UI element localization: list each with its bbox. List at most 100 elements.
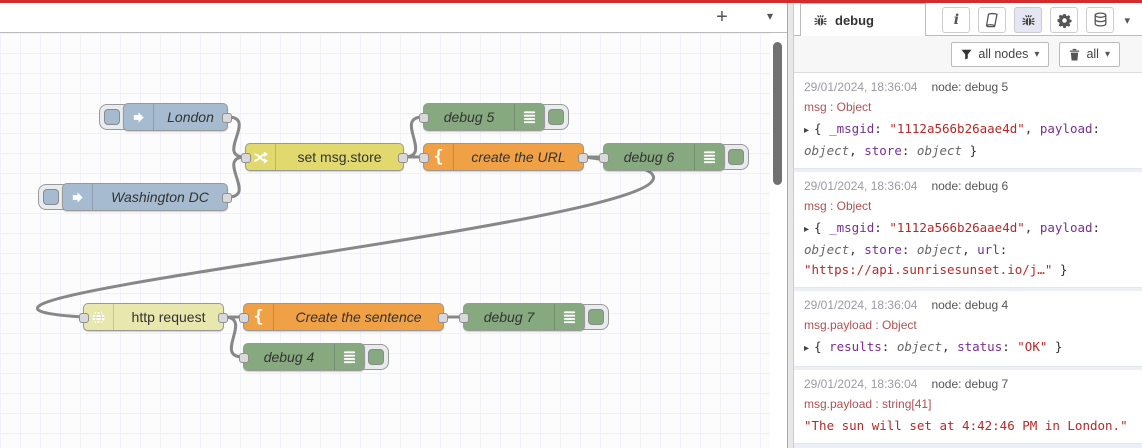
debug-message-property: msg.payload : Object — [804, 318, 917, 332]
debug-message-timestamp: 29/01/2024, 18:36:04 — [804, 80, 918, 94]
filter-nodes-label: all nodes — [978, 47, 1029, 61]
book-icon — [984, 12, 1000, 28]
output-port[interactable] — [578, 153, 588, 163]
db-icon — [1093, 12, 1108, 28]
globe-icon — [84, 304, 114, 330]
input-port[interactable] — [241, 153, 251, 163]
sidebar-tool-info-button[interactable]: i — [942, 7, 971, 33]
node-washington-dc[interactable]: Washington DC — [62, 183, 232, 211]
debug-filter-row: all nodes ▾ all ▾ — [794, 36, 1142, 73]
wire-http-request-to-debug-4[interactable] — [222, 315, 245, 359]
debug-message-node: node: debug 5 — [931, 80, 1009, 94]
debug-lines-icon — [694, 144, 724, 170]
payload-token-pun: : — [901, 143, 917, 158]
payload-token-pun: { — [814, 121, 830, 136]
node-debug-6[interactable]: debug 6 — [599, 143, 725, 171]
clear-messages-button[interactable]: all ▾ — [1059, 41, 1120, 67]
payload-token-key: status — [957, 339, 1003, 354]
output-port[interactable] — [398, 153, 408, 163]
debug-sidebar: debug i▾ all nodes ▾ all ▾ 29/01/2024, 1… — [794, 3, 1142, 448]
input-port[interactable] — [239, 313, 249, 323]
input-port[interactable] — [239, 353, 249, 363]
wire-london-to-set-msg-store[interactable] — [226, 115, 247, 159]
debug-lines-icon — [554, 304, 584, 330]
filter-nodes-button[interactable]: all nodes ▾ — [951, 41, 1050, 67]
debug-message-property: msg.payload : string[41] — [804, 397, 932, 411]
node-debug-5[interactable]: debug 5 — [419, 103, 545, 131]
payload-token-pun: : — [999, 242, 1008, 257]
node-label: debug 4 — [263, 349, 315, 365]
node-london[interactable]: London — [123, 103, 232, 131]
payload-token-pun: : — [1092, 220, 1101, 235]
input-port[interactable] — [419, 113, 429, 123]
payload-token-key: _msgid — [829, 220, 875, 235]
wire-create-the-url-to-http-request[interactable] — [35, 155, 656, 319]
debug-message: 29/01/2024, 18:36:04 node: debug 5 msg : O… — [794, 73, 1142, 169]
output-port[interactable] — [218, 313, 228, 323]
node-label: debug 7 — [483, 309, 535, 325]
sidebar-tool-bug-button[interactable] — [1014, 7, 1043, 33]
payload-token-pun: , — [942, 339, 958, 354]
inject-arrow-icon — [124, 104, 154, 130]
tab-debug[interactable]: debug — [800, 3, 926, 36]
chevron-down-icon: ▾ — [1034, 48, 1040, 60]
payload-token-key: store — [864, 242, 902, 257]
debug-message-property: msg : Object — [804, 199, 872, 213]
sidebar-splitter[interactable] — [787, 3, 794, 448]
sidebar-tool-db-button[interactable] — [1086, 7, 1115, 33]
sidebar-tool-book-button[interactable] — [978, 7, 1007, 33]
payload-token-str: "The sun will set at 4:42:46 PM in Londo… — [804, 418, 1128, 433]
output-port[interactable] — [222, 113, 232, 123]
input-port[interactable] — [599, 153, 609, 163]
brace-icon: { — [424, 144, 454, 170]
flow-list-caret-icon[interactable]: ▾ — [766, 9, 773, 23]
debug-message-property: msg : Object — [804, 100, 872, 114]
input-port[interactable] — [459, 313, 469, 323]
payload-token-pun: } — [962, 143, 978, 158]
debug-message-node: node: debug 4 — [931, 298, 1009, 312]
debug-message-meta: 29/01/2024, 18:36:04 node: debug 5 — [804, 79, 1130, 95]
trash-icon — [1069, 48, 1080, 61]
output-port[interactable] — [222, 193, 232, 203]
wire-washington-dc-to-set-msg-store[interactable] — [226, 155, 247, 199]
node-label: Washington DC — [111, 189, 209, 205]
debug-message-node: node: debug 7 — [931, 377, 1009, 391]
debug-message-timestamp: 29/01/2024, 18:36:04 — [804, 298, 918, 312]
node-debug-4[interactable]: debug 4 — [239, 343, 365, 371]
sidebar-tabs-caret-icon[interactable]: ▾ — [1124, 14, 1130, 27]
input-port[interactable] — [79, 313, 89, 323]
debug-message-list: 29/01/2024, 18:36:04 node: debug 5 msg : O… — [794, 73, 1142, 448]
node-create-the-sentence[interactable]: {Create the sentence — [239, 303, 448, 331]
brace-icon: { — [244, 304, 274, 330]
payload-token-pun: : — [874, 220, 890, 235]
canvas-scrollbar[interactable] — [773, 42, 782, 185]
add-flow-button[interactable]: + — [716, 6, 728, 28]
payload-token-pun: : — [1002, 339, 1018, 354]
node-set-msg-store[interactable]: set msg.store — [241, 143, 408, 171]
sidebar-toolbar: i▾ — [942, 7, 1132, 33]
expand-toggle-icon[interactable]: ▸ — [804, 224, 810, 235]
node-create-the-url[interactable]: {create the URL — [419, 143, 588, 171]
node-http-request[interactable]: http request — [79, 303, 228, 331]
payload-token-meta: object — [916, 242, 963, 257]
clear-messages-label: all — [1086, 47, 1099, 61]
payload-token-pun: , — [849, 143, 865, 158]
output-port[interactable] — [438, 313, 448, 323]
debug-lines-icon — [334, 344, 364, 370]
debug-message-timestamp: 29/01/2024, 18:36:04 — [804, 179, 918, 193]
input-port[interactable] — [419, 153, 429, 163]
expand-toggle-icon[interactable]: ▸ — [804, 125, 810, 136]
payload-token-pun: : — [1092, 121, 1101, 136]
payload-token-str: "OK" — [1017, 339, 1048, 354]
payload-token-str: "https://api.sunrisesunset.io/j…" — [804, 262, 1053, 277]
payload-token-pun: { — [814, 220, 830, 235]
node-debug-7[interactable]: debug 7 — [459, 303, 585, 331]
sidebar-tool-gear-button[interactable] — [1050, 7, 1079, 33]
expand-toggle-icon[interactable]: ▸ — [804, 343, 810, 354]
gear-icon — [1057, 13, 1072, 28]
flow-canvas[interactable] — [0, 33, 770, 448]
